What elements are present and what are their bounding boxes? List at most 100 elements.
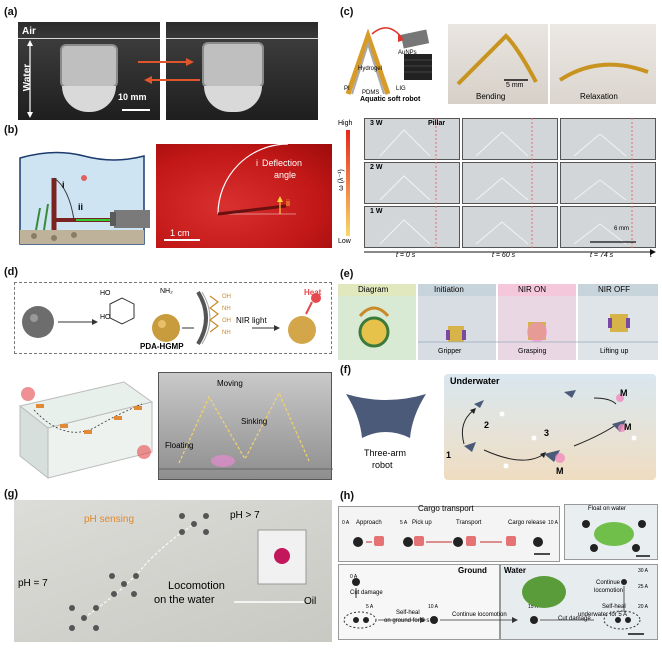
- locomotion-2: on the water: [154, 594, 215, 606]
- h-step-pickup: Pick up: [412, 520, 432, 526]
- e-header-initiation: Initiation: [434, 285, 464, 294]
- axis-symbol: ω (λ⁻¹): [337, 169, 345, 191]
- moving-label: Moving: [217, 379, 243, 388]
- h-cargo-svg: [353, 536, 550, 555]
- e-header-3: [498, 284, 576, 296]
- diagram-marker-ii: ii: [78, 202, 84, 212]
- bending-photo: 5 mm Bending: [448, 24, 548, 104]
- sinking-label: Sinking: [241, 417, 268, 426]
- locomotion-1: Locomotion: [168, 580, 225, 592]
- floating-label: Floating: [165, 441, 194, 450]
- panel-c: AuNPs Hydrogel PI PDMS LIG Aquatic soft …: [338, 20, 658, 260]
- auNPs-label: AuNPs: [398, 50, 417, 56]
- robot-body-right: [202, 42, 264, 88]
- h-time-top-5: 5 A: [400, 520, 408, 526]
- panel-g-label: (g): [4, 488, 19, 500]
- pi-label: PI: [344, 86, 350, 92]
- robot-caption: Aquatic soft robot: [360, 96, 421, 103]
- e-caption-gripper: Gripper: [438, 348, 462, 355]
- h-water-box: [500, 564, 658, 640]
- robot-label-1: Three-arm: [364, 448, 407, 458]
- diagram-marker-i: i: [62, 180, 65, 190]
- float-label: Float on water: [588, 506, 627, 512]
- panel-e: Diagram Initiation NIR ON NIR OFF Grippe…: [338, 284, 658, 360]
- e-caption-grasping: Grasping: [518, 348, 547, 355]
- ph-high: pH > 7: [230, 510, 260, 521]
- h-time-b30: 30 A: [638, 568, 649, 574]
- time-60: t = 60 s: [492, 252, 516, 259]
- robot-body: [60, 44, 118, 88]
- panel-g: pH sensing pH > 7 pH = 7 Locomotion on t…: [14, 500, 332, 642]
- self-heal-ground-1: Self-heal: [396, 610, 420, 616]
- continue-loco: Continue locomotion: [452, 612, 507, 618]
- row-2w: 2 W: [370, 164, 383, 171]
- row-1w: 1 W: [370, 208, 383, 215]
- e-caption-lifting: Lifting up: [600, 348, 629, 355]
- bending-label: Bending: [476, 92, 506, 101]
- e-header-2: [418, 284, 496, 296]
- trajectory: [159, 391, 333, 470]
- photo-marker-i: i: [256, 158, 258, 168]
- ph-low: pH = 7: [18, 578, 48, 589]
- axis-low: Low: [338, 238, 351, 245]
- ground-label: Ground: [458, 566, 487, 575]
- step-2: 2: [484, 420, 490, 430]
- cell: [462, 206, 558, 248]
- cell: [560, 162, 656, 204]
- ho-1: HO: [100, 290, 111, 297]
- panel-a-scale: 10 mm: [118, 92, 147, 102]
- cell: [462, 162, 558, 204]
- h-step-transport: Transport: [456, 520, 482, 526]
- deflection-svg: [164, 144, 296, 241]
- panel-a-arrows: [27, 40, 200, 118]
- ph-sensing: pH sensing: [84, 514, 135, 525]
- h-time-b15: 15 A: [528, 604, 539, 610]
- f-scene: [461, 390, 637, 469]
- panel-a-photo-left: [18, 22, 160, 120]
- ho-2: HO: [100, 314, 111, 321]
- step-3: 3: [544, 428, 550, 438]
- e-header-4: [578, 284, 658, 296]
- pillar-label: Pillar: [428, 120, 446, 127]
- continue-loco-2b: locomotion: [594, 588, 624, 594]
- three-arm-robot-shape: [346, 394, 426, 438]
- oh-1: OH: [222, 294, 231, 300]
- relaxation-label: Relaxation: [580, 92, 618, 101]
- h-ground-box: [338, 564, 500, 640]
- panel-d-label: (d): [4, 266, 19, 278]
- panel-b-label: (b): [4, 124, 19, 136]
- pdms-label: PDMS: [362, 90, 380, 96]
- photo-marker-ii: ii: [286, 198, 290, 208]
- panel-b-scale: 1 cm: [170, 228, 190, 238]
- self-heal-water-2: underwater for 5 A: [578, 612, 628, 618]
- channel-diagram: [18, 381, 154, 480]
- hydrogel-label: Hydrogel: [358, 66, 383, 72]
- h-time-b5: 5 A: [366, 604, 374, 610]
- cut-damage-2: Cut damage: [558, 616, 591, 622]
- panel-h-label: (h): [340, 490, 355, 502]
- grid-row-3: [364, 206, 656, 248]
- waterline-right: [166, 38, 318, 39]
- nh-1: NH: [222, 306, 231, 312]
- panel-a-photo-right: [166, 22, 318, 120]
- cell: [364, 118, 460, 160]
- e-graphics: [358, 306, 658, 348]
- self-heal-ground-2: on ground for 2 s: [384, 618, 430, 624]
- top-scale: 5 mm: [506, 82, 524, 89]
- row-3w: 3 W: [370, 120, 383, 127]
- robot-label-2: robot: [372, 460, 393, 470]
- channel-photo: Moving Sinking Floating: [158, 372, 333, 480]
- panel-e-label: (e): [340, 268, 354, 280]
- water-label-h: Water: [504, 566, 526, 575]
- h-float-svg: [582, 520, 650, 557]
- air-label: Air: [22, 26, 36, 37]
- self-heal-water-1: Self-heal: [602, 604, 626, 610]
- h-bottom-svg: [343, 576, 644, 635]
- g-robots: [69, 513, 307, 631]
- h-time-b10: 10 A: [428, 604, 439, 610]
- relaxation-photo: Relaxation: [550, 24, 656, 104]
- h-step-approach: Approach: [356, 520, 382, 526]
- cut-damage-1: Cut damage: [350, 590, 383, 596]
- chemistry-box: [14, 282, 332, 354]
- grid-overlay: [379, 118, 636, 248]
